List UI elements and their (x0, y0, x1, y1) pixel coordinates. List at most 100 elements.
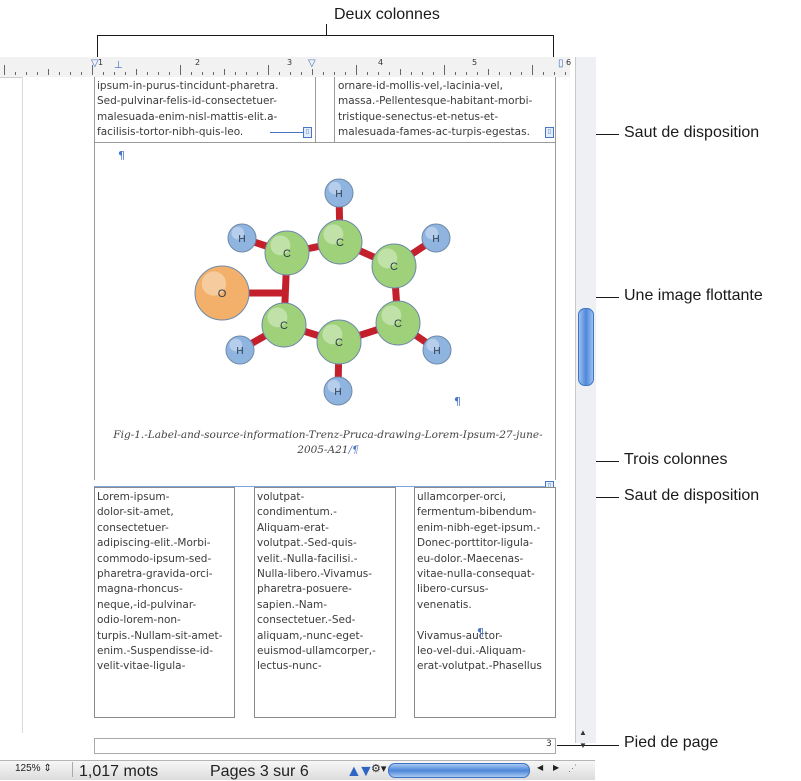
atom-label: C (283, 248, 291, 260)
atom-label: C (394, 318, 402, 330)
vertical-scroll-thumb[interactable] (578, 308, 594, 386)
ruler-tick (345, 72, 346, 75)
ruler-tick (92, 65, 93, 75)
tab-stop-marker[interactable]: ⊥ (114, 60, 123, 71)
ruler-tick (301, 72, 302, 75)
ruler-number: 4 (378, 58, 384, 67)
scroll-right-arrow-icon[interactable]: ▶ (553, 763, 560, 772)
zoom-select[interactable]: 125% ⇕ (15, 763, 52, 774)
ruler-tick (37, 72, 38, 75)
hydrogen-atom (324, 178, 354, 208)
leader-pied (557, 745, 619, 746)
atom-highlight (201, 271, 227, 296)
callout-trois-colonnes: Trois colonnes (624, 451, 728, 468)
carbon-atom (316, 319, 362, 365)
scroll-down-arrow-icon[interactable]: ▼ (579, 741, 587, 750)
bottom-column-1[interactable]: Lorem-ipsum- dolor-sit-amet, consectetue… (97, 491, 223, 673)
ruler-tick (565, 72, 566, 75)
column-guide (315, 77, 316, 142)
carbon-atom (317, 219, 363, 265)
ruler-tick (356, 65, 357, 75)
atom-highlight (425, 226, 439, 240)
triangle-up-icon[interactable]: ▲ (346, 763, 362, 780)
leader-deux-colonnes-h (97, 35, 554, 36)
ruler-tick (202, 72, 203, 75)
carbon-atom (371, 243, 417, 289)
column-guide (94, 77, 95, 142)
scroll-left-arrow-icon[interactable]: ◀ (537, 763, 544, 772)
ruler-tick (411, 72, 412, 75)
ruler-tick (59, 72, 60, 75)
ruler-tick (455, 72, 456, 75)
left-indent-marker[interactable]: ▽ (91, 58, 99, 69)
column-box-1 (94, 487, 235, 718)
word-count: 1,017 mots (79, 763, 159, 780)
scroll-up-arrow-icon[interactable]: ▲ (579, 728, 587, 737)
carbon-atom (264, 230, 310, 276)
leader-deux-colonnes-left (97, 35, 98, 59)
carbon-atom (375, 300, 421, 346)
ruler-tick (268, 65, 269, 75)
column-guide (334, 77, 335, 142)
atom-highlight (229, 338, 243, 352)
ruler-tick (158, 72, 159, 75)
ruler-tick (290, 72, 291, 75)
top-column-left[interactable]: ipsum-in-purus-tincidunt-pharetra. Sed-p… (97, 80, 279, 139)
footer-page-number: 3 (546, 739, 552, 749)
ruler-tick (15, 72, 16, 75)
triangle-down-icon[interactable]: ▼ (358, 763, 374, 780)
hydrogen-atom (323, 376, 353, 406)
paragraph-mark: ¶ (118, 149, 125, 162)
ruler-tick (532, 65, 533, 75)
figure-caption[interactable]: Fig-1.-Label-and-source-information-Tren… (93, 428, 563, 458)
ruler-tick (521, 72, 522, 75)
atom-highlight (426, 338, 440, 352)
ruler-tick (147, 72, 148, 75)
ruler-number: 3 (287, 58, 293, 67)
atom-highlight (323, 224, 344, 245)
section-break-line (94, 486, 547, 487)
ruler-tick (257, 72, 258, 75)
atom-highlight (327, 379, 341, 393)
ruler-tick (125, 72, 126, 75)
column-break-icon[interactable]: ▯ (303, 127, 312, 138)
ruler-number: 6 (566, 58, 572, 67)
ruler-tick (103, 72, 104, 75)
gear-icon[interactable]: ⚙▾ (371, 763, 387, 775)
callout-deux-colonnes: Deux colonnes (334, 6, 440, 23)
bottom-column-3[interactable]: ullamcorper-orci, fermentum-bibendum- en… (417, 491, 542, 673)
callout-saut-disposition-2: Saut de disposition (624, 487, 760, 504)
vertical-scrollbar[interactable] (575, 57, 596, 743)
bottom-column-2[interactable]: volutpat- condimentum.- Aliquam-erat- vo… (257, 491, 376, 673)
hydrogen-atom (421, 223, 451, 253)
ruler-tick (48, 69, 49, 75)
ruler-number: 2 (195, 58, 201, 67)
ruler-tick (477, 72, 478, 75)
callout-pied-de-page: Pied de page (624, 734, 719, 751)
resize-grip-icon[interactable]: ⋰ (568, 763, 577, 773)
atom-label: H (433, 346, 440, 357)
footer-area[interactable] (94, 738, 556, 754)
ruler-tick (235, 72, 236, 75)
column-right-marker[interactable]: ▽ (308, 58, 316, 69)
atom-label: C (335, 337, 343, 349)
right-margin-marker[interactable]: ▯ (558, 58, 564, 69)
column-box-2 (254, 487, 396, 718)
atom-highlight (231, 226, 245, 240)
ruler-tick (367, 72, 368, 75)
caption-line-1: Fig-1.-Label-and-source-information-Tren… (113, 429, 543, 441)
ruler-tick (543, 72, 544, 75)
ruler-tick (70, 72, 71, 75)
ruler-tick (169, 72, 170, 75)
ruler-tick (81, 72, 82, 75)
top-column-right[interactable]: ornare-id-mollis-vel,-lacinia-vel, massa… (338, 80, 533, 139)
ruler-tick (224, 69, 225, 75)
ruler-tick (444, 65, 445, 75)
layout-break-icon[interactable]: ▯ (545, 127, 554, 138)
ruler-tick (422, 72, 423, 75)
horizontal-scroll-thumb[interactable] (388, 763, 530, 778)
ruler-number: 1 (98, 58, 104, 67)
callout-saut-disposition-1: Saut de disposition (624, 124, 760, 141)
